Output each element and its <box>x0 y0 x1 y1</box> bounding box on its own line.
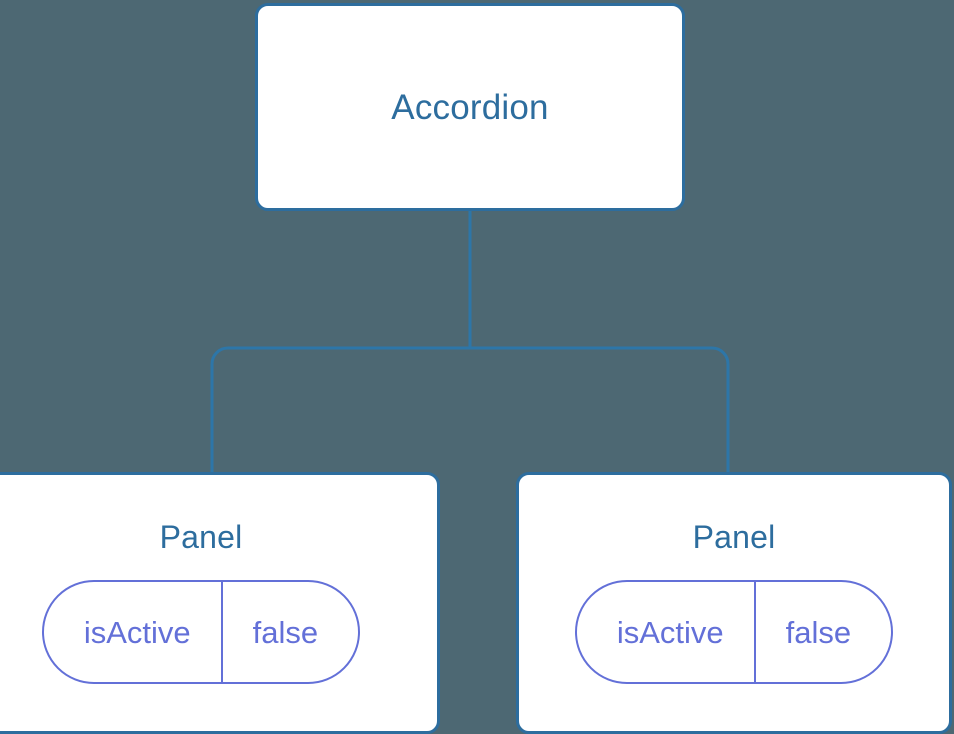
prop-pill-isactive-left[interactable]: isActive false <box>41 580 361 684</box>
node-panel-right-title: Panel <box>692 519 776 555</box>
prop-key-isactive: isActive <box>83 614 191 650</box>
node-accordion-title: Accordion <box>391 87 549 127</box>
node-panel-right[interactable]: Panel isActive false <box>516 472 952 734</box>
node-panel-left-title: Panel <box>159 519 243 555</box>
prop-pill-isactive-right[interactable]: isActive false <box>574 580 894 684</box>
prop-key-isactive: isActive <box>616 614 724 650</box>
prop-value-isactive: false <box>753 582 891 682</box>
connector-to-panel-left <box>210 346 470 480</box>
node-accordion[interactable]: Accordion <box>255 3 685 211</box>
node-panel-left[interactable]: Panel isActive false <box>0 472 440 734</box>
prop-value-isactive: false <box>220 582 358 682</box>
connector-to-panel-right <box>470 346 730 480</box>
